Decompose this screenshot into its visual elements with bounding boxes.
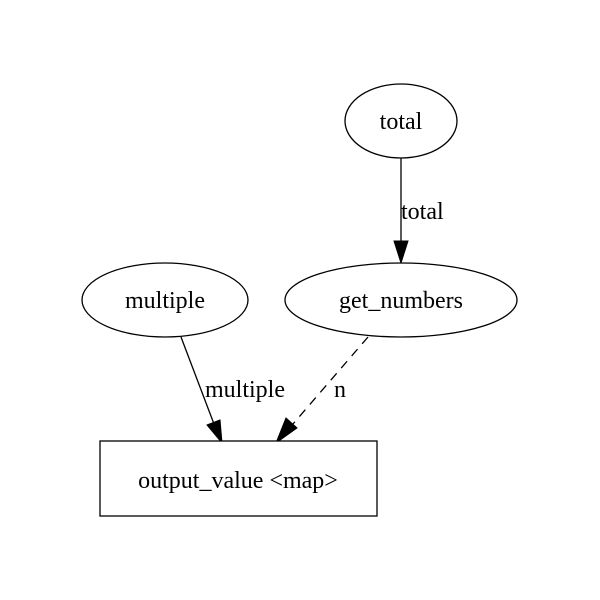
edge-label-multiple: multiple xyxy=(205,377,285,403)
edge-label-total: total xyxy=(401,199,444,225)
edge-multiple-to-output-value: multiple xyxy=(180,336,285,445)
node-total: total xyxy=(344,83,458,159)
node-multiple: multiple xyxy=(81,262,249,338)
edge-label-n: n xyxy=(334,377,346,403)
node-label-output-value: output_value <map> xyxy=(138,468,338,494)
node-shape-ellipse xyxy=(284,262,518,338)
node-label-multiple: multiple xyxy=(125,288,205,314)
arrow-head xyxy=(206,419,223,445)
node-get-numbers: get_numbers xyxy=(284,262,518,338)
arrow-head xyxy=(393,240,409,265)
node-shape-ellipse xyxy=(344,83,458,159)
node-label-total: total xyxy=(380,109,423,135)
node-output-value: output_value <map> xyxy=(99,440,378,517)
node-shape-ellipse xyxy=(81,262,249,338)
edge-get-numbers-to-output-value: n xyxy=(274,336,369,445)
edge-line-dashed xyxy=(292,336,369,425)
edge-total-to-get-numbers: total xyxy=(393,158,444,265)
node-label-get-numbers: get_numbers xyxy=(339,288,463,314)
node-shape-box xyxy=(99,440,378,517)
edge-line xyxy=(180,336,215,425)
arrow-head xyxy=(274,417,298,445)
